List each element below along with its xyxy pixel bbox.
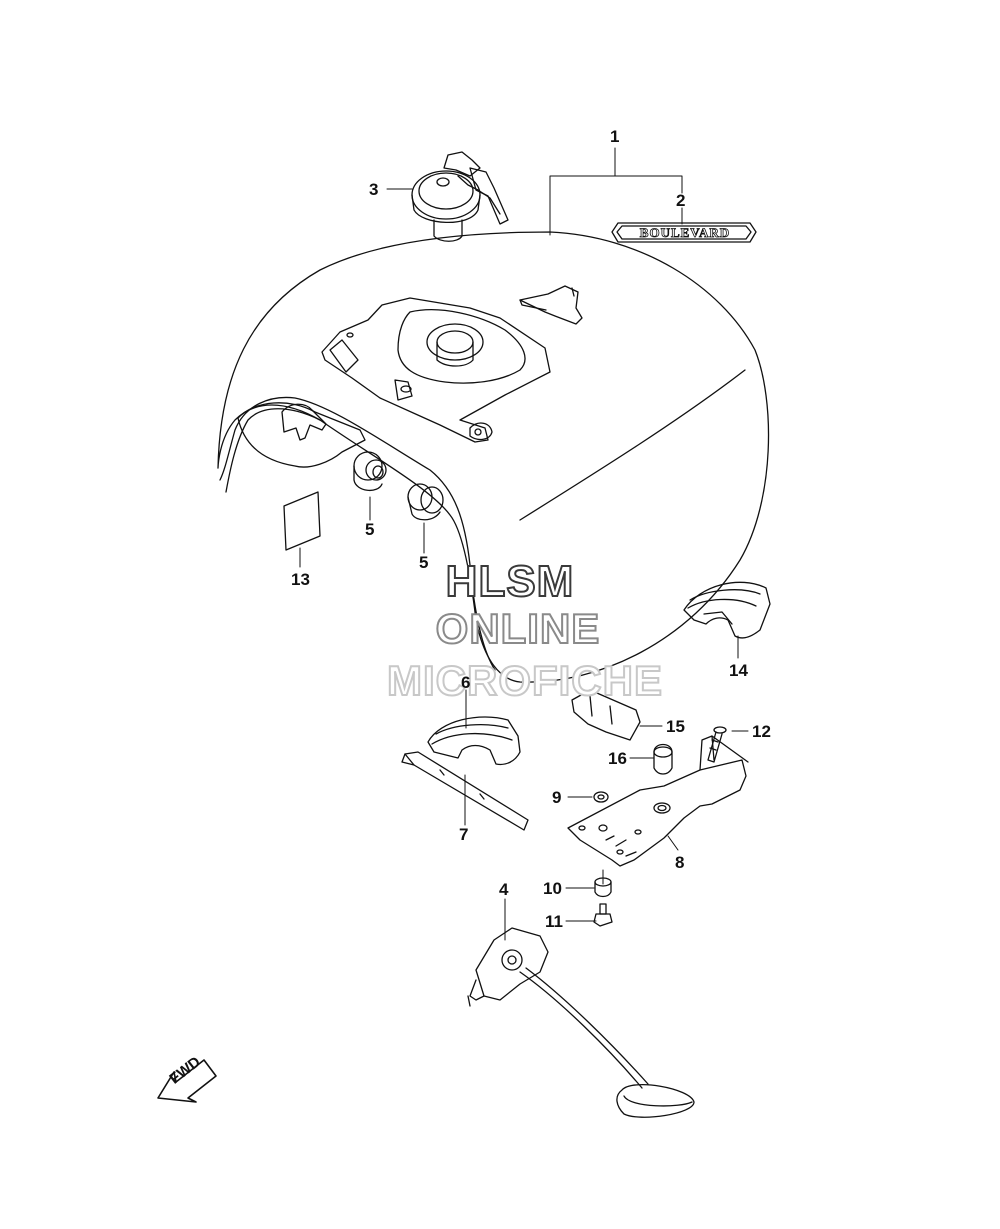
bolt-12 <box>707 726 727 763</box>
callout-6: 6 <box>461 673 471 692</box>
small-clip <box>519 285 583 325</box>
leader-lines <box>299 147 749 941</box>
callout-2: 2 <box>676 191 686 210</box>
watermark-line-2: ONLINE <box>435 605 601 652</box>
watermark-line-3: MICROFICHE <box>386 657 663 704</box>
grommet-parts <box>353 451 444 521</box>
callout-5a: 5 <box>365 520 375 539</box>
washer-9 <box>593 791 609 803</box>
cushion-6 <box>427 716 521 766</box>
callout-16: 16 <box>608 749 627 768</box>
callout-8: 8 <box>675 853 685 872</box>
tank-mount-plate <box>321 297 551 443</box>
callout-4: 4 <box>499 880 509 899</box>
strap-7 <box>401 751 529 831</box>
callout-1: 1 <box>610 127 620 146</box>
callout-11: 11 <box>545 912 563 931</box>
callout-10: 10 <box>543 879 562 898</box>
label-sticker <box>283 491 321 551</box>
callout-5b: 5 <box>419 553 429 572</box>
cushion-15 <box>571 689 641 741</box>
bolt-11 <box>593 903 613 927</box>
emblem-text: BOULEVARD <box>639 225 731 241</box>
callout-3: 3 <box>369 180 379 199</box>
watermark-line-1: HLSM <box>445 557 575 606</box>
fuel-tank-outline <box>217 231 770 683</box>
cushion-16 <box>653 743 673 775</box>
bracket-8 <box>567 735 749 867</box>
fuel-cap-part <box>411 151 509 242</box>
callout-15: 15 <box>666 717 685 736</box>
grommet-10 <box>594 877 612 898</box>
fwd-arrow-icon <box>157 1059 217 1103</box>
cushion-14 <box>683 581 771 639</box>
callout-13: 13 <box>291 570 310 589</box>
callout-7: 7 <box>459 825 469 844</box>
callout-9: 9 <box>552 788 562 807</box>
fuel-sender-4 <box>467 927 695 1118</box>
boulevard-emblem <box>611 222 757 243</box>
callout-14: 14 <box>729 661 748 680</box>
callout-12: 12 <box>752 722 771 741</box>
